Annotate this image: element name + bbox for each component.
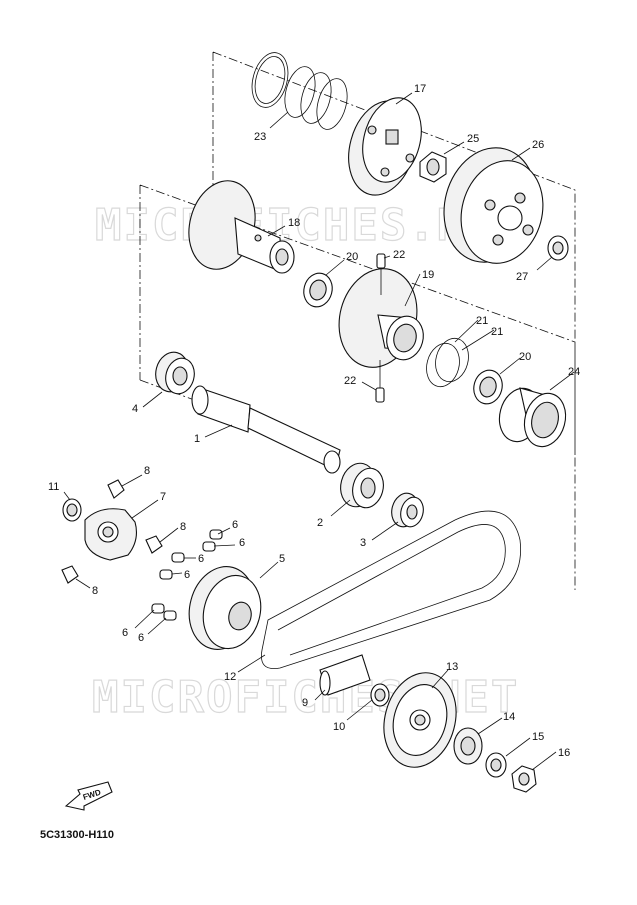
callout-14: 14 (503, 711, 515, 723)
callout-6: 6 (138, 632, 144, 644)
slider-top (107, 479, 125, 499)
leader-lines (63, 92, 575, 771)
callout-9: 9 (302, 697, 308, 709)
callout-5: 5 (279, 553, 285, 565)
callout-12: 12 (224, 671, 236, 683)
callout-21: 21 (491, 326, 503, 338)
washer-right (485, 752, 507, 778)
callout-6: 6 (239, 537, 245, 549)
slider-bottom (61, 565, 79, 584)
callout-21: 21 (476, 315, 488, 327)
callout-4: 4 (132, 403, 138, 415)
drawing-code: 5C31300-H110 (40, 829, 114, 841)
secondary-sliding-sheave (338, 268, 424, 368)
callout-23: 23 (254, 131, 266, 143)
callout-24: 24 (568, 366, 580, 378)
callout-6: 6 (198, 553, 204, 565)
callout-15: 15 (532, 731, 544, 743)
one-way-clutch (453, 727, 483, 765)
callout-22: 22 (344, 375, 356, 387)
callout-10: 10 (333, 721, 345, 733)
callout-22: 22 (393, 249, 405, 261)
collar (498, 387, 567, 448)
callout-8: 8 (180, 521, 186, 533)
callout-8: 8 (144, 465, 150, 477)
bearing-middle (340, 462, 384, 509)
oil-seal-upper (303, 272, 333, 308)
sheave-nut (511, 765, 537, 793)
callout-18: 18 (288, 217, 300, 229)
fwd-arrow-icon: FWD (64, 781, 113, 811)
spacer-collar (319, 654, 371, 696)
oil-seal-lower (473, 369, 503, 405)
slider-right (145, 535, 163, 554)
callout-8: 8 (92, 585, 98, 597)
callout-6: 6 (184, 569, 190, 581)
clutch-carrier (348, 97, 422, 196)
callout-20: 20 (519, 351, 531, 363)
callout-13: 13 (446, 661, 458, 673)
primary-fixed-sheave (188, 180, 295, 274)
callout-19: 19 (422, 269, 434, 281)
callout-7: 7 (160, 491, 166, 503)
bearing-small (391, 492, 424, 528)
callout-20: 20 (346, 251, 358, 263)
callout-17: 17 (414, 83, 426, 95)
callout-6: 6 (232, 519, 238, 531)
guide-pin-upper (376, 253, 386, 295)
o-rings (426, 337, 469, 388)
callout-3: 3 (360, 537, 366, 549)
callout-6: 6 (122, 627, 128, 639)
callout-11: 11 (48, 481, 59, 493)
v-belt (261, 510, 522, 669)
callout-2: 2 (317, 517, 323, 529)
callout-1: 1 (194, 433, 200, 445)
guide-pin-lower (375, 360, 385, 403)
bearing-top (155, 351, 195, 395)
primary-fan-sheave (383, 672, 457, 768)
movable-sheave (188, 566, 262, 650)
primary-shaft (191, 385, 341, 474)
callout-25: 25 (467, 133, 479, 145)
clutch-nut (419, 151, 447, 183)
housing-nut (547, 235, 569, 261)
callout-16: 16 (558, 747, 570, 759)
clutch-assembly-outline (139, 51, 576, 590)
clutch-spring (251, 52, 348, 130)
washer (370, 683, 390, 707)
variator-collar (62, 498, 82, 522)
weight-rollers (151, 529, 223, 621)
callout-26: 26 (532, 139, 544, 151)
clutch-housing (443, 147, 544, 264)
callout-27: 27 (516, 271, 528, 283)
variator-cam (84, 508, 137, 561)
